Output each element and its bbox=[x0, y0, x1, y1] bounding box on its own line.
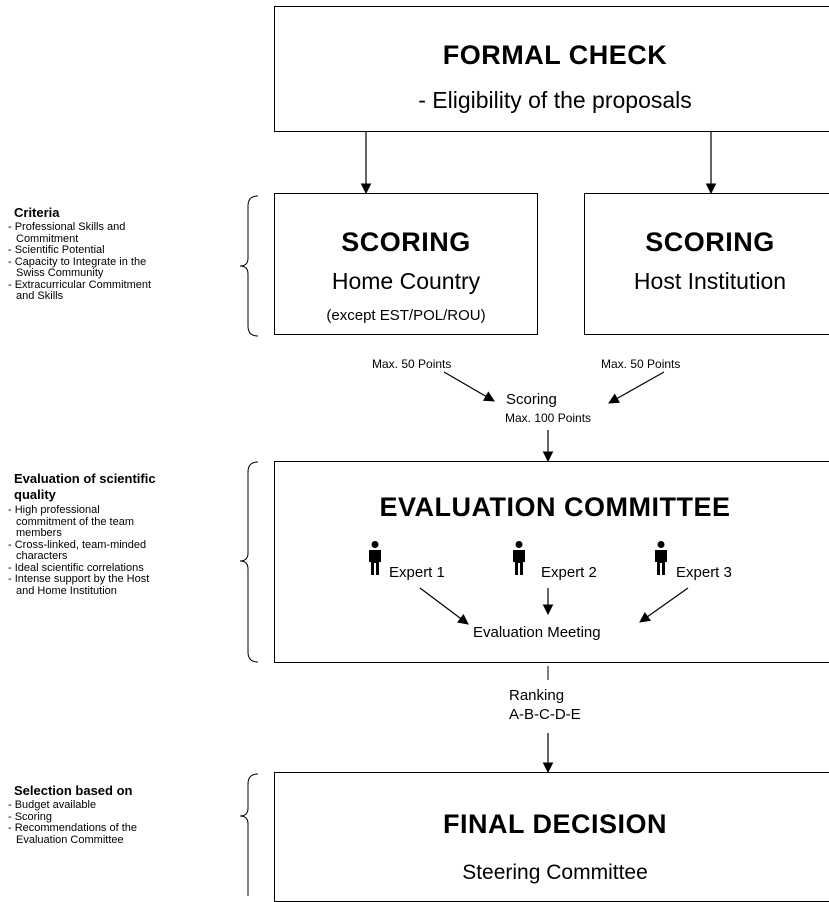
list-item: Swiss Community bbox=[16, 267, 104, 279]
home-max-points: Max. 50 Points bbox=[372, 357, 452, 371]
ranking-label: Ranking bbox=[509, 687, 565, 704]
list-item: - High professional bbox=[8, 504, 100, 516]
selection-list: - Budget available - Scoring - Recommend… bbox=[8, 799, 138, 846]
expert-1-label: Expert 1 bbox=[389, 564, 445, 581]
final-decision-subtitle: Steering Committee bbox=[462, 861, 648, 884]
evaluation-quality-heading-2: quality bbox=[14, 487, 56, 502]
expert-2-icon bbox=[512, 541, 526, 580]
list-item: - Recommendations of the bbox=[8, 822, 138, 834]
criteria-heading: Criteria bbox=[14, 205, 60, 220]
ranking-grades: A-B-C-D-E bbox=[509, 706, 581, 723]
list-item: Evaluation Committee bbox=[16, 833, 124, 846]
formal-check-subtitle: - Eligibility of the proposals bbox=[418, 87, 692, 113]
list-item: characters bbox=[16, 550, 68, 562]
scoring-host-subtitle: Host Institution bbox=[633, 268, 787, 294]
expert-1-icon bbox=[368, 541, 382, 580]
list-item: commitment of the team bbox=[16, 515, 134, 528]
scoring-home-box: SCORING Home Country (except EST/POL/ROU… bbox=[274, 193, 538, 335]
list-item: and Skills bbox=[16, 290, 64, 302]
criteria-list: - Professional Skills and Commitment - S… bbox=[8, 221, 152, 303]
list-item: - Scoring bbox=[8, 810, 53, 823]
list-item: - Intense support by the Host bbox=[8, 573, 150, 585]
final-decision-box: FINAL DECISION Steering Committee bbox=[274, 772, 829, 902]
formal-check-title: FORMAL CHECK bbox=[442, 40, 668, 70]
list-item: - Cross-linked, team-minded bbox=[8, 538, 147, 551]
list-item: - Scientific Potential bbox=[8, 244, 105, 256]
scoring-host-title: SCORING bbox=[645, 227, 775, 257]
expert-3-label: Expert 3 bbox=[676, 564, 732, 581]
brace-evaluation bbox=[239, 461, 259, 663]
brace-selection bbox=[239, 773, 259, 896]
list-item: - Extracurricular Commitment bbox=[8, 278, 152, 291]
evaluation-quality-heading-1: Evaluation of scientific bbox=[14, 471, 156, 486]
arrow-expert1-to-meeting bbox=[419, 587, 469, 625]
brace-criteria bbox=[239, 195, 259, 337]
selection-heading: Selection based on bbox=[14, 783, 133, 798]
scoring-max-points: Max. 100 Points bbox=[505, 411, 592, 425]
list-item: members bbox=[16, 527, 62, 539]
list-item: - Professional Skills and bbox=[8, 221, 126, 233]
list-item: - Budget available bbox=[8, 799, 97, 811]
scoring-home-subtitle: Home Country bbox=[331, 268, 481, 294]
arrow-host-to-scoring bbox=[608, 371, 665, 404]
arrow-home-to-scoring bbox=[443, 371, 495, 402]
list-item: and Home Institution bbox=[16, 584, 117, 597]
expert-3-icon bbox=[654, 541, 668, 580]
final-decision-title: FINAL DECISION bbox=[442, 809, 667, 839]
arrow-expert3-to-meeting bbox=[639, 587, 689, 623]
evaluation-committee-box: EVALUATION COMMITTEE bbox=[274, 461, 829, 663]
list-item: - Capacity to Integrate in the bbox=[8, 255, 147, 268]
evaluation-quality-list: - High professional commitment of the te… bbox=[8, 504, 150, 597]
evaluation-committee-title: EVALUATION COMMITTEE bbox=[379, 492, 731, 522]
scoring-host-box: SCORING Host Institution bbox=[584, 193, 829, 335]
expert-2-label: Expert 2 bbox=[541, 564, 597, 581]
list-item: - Ideal scientific correlations bbox=[8, 561, 144, 574]
evaluation-meeting-label: Evaluation Meeting bbox=[473, 624, 601, 641]
formal-check-box: FORMAL CHECK - Eligibility of the propos… bbox=[274, 6, 829, 132]
scoring-label: Scoring bbox=[506, 391, 557, 408]
list-item: Commitment bbox=[16, 232, 79, 245]
scoring-home-title: SCORING bbox=[341, 227, 471, 257]
host-max-points: Max. 50 Points bbox=[601, 357, 681, 371]
scoring-home-note: (except EST/POL/ROU) bbox=[326, 307, 486, 324]
